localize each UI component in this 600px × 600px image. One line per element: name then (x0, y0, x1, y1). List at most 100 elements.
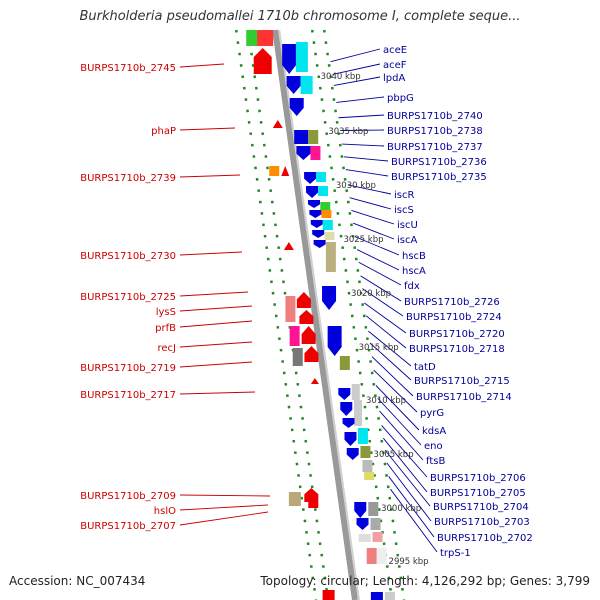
kbp-tick-label: 3035 kbp (328, 127, 368, 137)
gene-feature-41 (338, 388, 351, 400)
right-label: iscU (397, 220, 418, 231)
right-label: hscB (402, 251, 426, 262)
left-leader (179, 320, 253, 328)
right-leader (342, 143, 385, 147)
gene-feature-4 (295, 42, 308, 72)
gene-feature-21 (309, 210, 322, 218)
right-label: BURPS1710b_2718 (409, 344, 505, 355)
right-outer-dots (322, 29, 406, 600)
kbp-tick-label: 3015 kbp (359, 343, 399, 353)
right-label: BURPS1710b_2704 (433, 502, 529, 513)
left-label: BURPS1710b_2719 (80, 363, 176, 374)
left-label: BURPS1710b_2730 (80, 251, 176, 262)
left-leader (179, 361, 253, 368)
kbp-tick-label: 3030 kbp (336, 181, 376, 191)
left-outer-dots (234, 29, 318, 600)
right-label: pyrG (420, 408, 444, 419)
gene-feature-7 (289, 98, 304, 116)
left-label: BURPS1710b_2717 (80, 390, 176, 401)
right-leader (373, 369, 418, 413)
right-leader (386, 462, 432, 522)
gene-feature-12 (310, 146, 321, 160)
kbp-tick-label: 2995 kbp (389, 557, 429, 567)
gene-feature-10 (308, 130, 319, 144)
right-label: BURPS1710b_2738 (387, 126, 483, 137)
right-label: BURPS1710b_2726 (404, 297, 500, 308)
right-label: BURPS1710b_2737 (387, 142, 483, 153)
gene-feature-11 (296, 146, 311, 160)
gene-feature-50 (362, 460, 373, 472)
right-leader (390, 488, 438, 553)
left-leader (179, 341, 253, 348)
right-leader (336, 96, 385, 103)
right-leader (388, 476, 435, 538)
right-label: eno (424, 441, 443, 452)
left-leader (179, 251, 243, 256)
right-label: aceE (383, 45, 407, 56)
label-leaders (179, 48, 438, 553)
left-leader (179, 511, 269, 526)
right-label: BURPS1710b_2702 (437, 533, 533, 544)
left-leader (179, 63, 225, 68)
gene-feature-52 (288, 492, 301, 506)
right-leader (358, 261, 402, 286)
left-leader (179, 305, 253, 312)
left-label: BURPS1710b_2739 (80, 173, 176, 184)
right-label: tatD (414, 362, 436, 373)
right-inner-dots (310, 29, 394, 600)
gene-feature-6 (300, 76, 313, 94)
gene-feature-16 (316, 172, 327, 182)
right-labels: aceEaceFlpdApbpGBURPS1710b_2740BURPS1710… (383, 45, 533, 559)
right-label: BURPS1710b_2720 (409, 329, 505, 340)
right-leader (371, 356, 414, 397)
right-label: trpS-1 (440, 548, 471, 559)
right-leader (353, 222, 395, 240)
topology-text: Topology: circular; Length: 4,126,292 bp… (260, 574, 590, 588)
right-label: BURPS1710b_2705 (430, 488, 526, 499)
kbp-tick-label: 3025 kbp (343, 235, 383, 245)
right-leader (364, 302, 407, 334)
right-leader (345, 169, 389, 177)
right-leader (384, 449, 431, 507)
gene-feature-8 (272, 120, 283, 128)
gene-feature-0 (246, 30, 261, 46)
gene-feature-26 (324, 232, 335, 240)
kbp-tick-label: 3000 kbp (381, 504, 421, 514)
gene-feature-39 (339, 356, 350, 370)
left-leader (179, 504, 269, 511)
right-label: BURPS1710b_2714 (416, 392, 512, 403)
left-leader (179, 494, 271, 497)
gene-feature-62 (376, 548, 387, 564)
right-leader (356, 249, 400, 271)
gene-feature-49 (360, 446, 371, 458)
right-label: lpdA (383, 73, 405, 84)
right-label: iscS (394, 205, 414, 216)
gene-features (246, 30, 395, 600)
gene-feature-54 (308, 502, 319, 508)
right-leader (379, 410, 424, 461)
gene-feature-9 (294, 130, 309, 144)
right-leader (354, 236, 400, 256)
right-label: BURPS1710b_2740 (387, 111, 483, 122)
accession-text: Accession: NC_007434 (9, 574, 146, 588)
right-label: iscA (397, 235, 417, 246)
gene-feature-32 (296, 292, 311, 308)
gene-feature-22 (321, 210, 332, 218)
backbone-highlight (278, 29, 360, 600)
right-leader (362, 288, 404, 317)
gene-feature-27 (313, 240, 326, 248)
left-leader (179, 291, 249, 297)
map-title: Burkholderia pseudomallei 1710b chromoso… (79, 9, 521, 24)
left-leader (179, 391, 256, 395)
gene-feature-55 (354, 502, 367, 518)
right-leader (349, 197, 392, 210)
kbp-tick-label: 3040 kbp (321, 72, 361, 82)
kbp-tick-label: 3005 kbp (374, 450, 414, 460)
left-label: lysS (156, 307, 176, 318)
right-label: BURPS1710b_2724 (406, 312, 502, 323)
gene-feature-20 (320, 202, 331, 210)
right-label: BURPS1710b_2703 (434, 517, 530, 528)
right-leader (343, 156, 389, 162)
gene-feature-2 (253, 48, 272, 74)
